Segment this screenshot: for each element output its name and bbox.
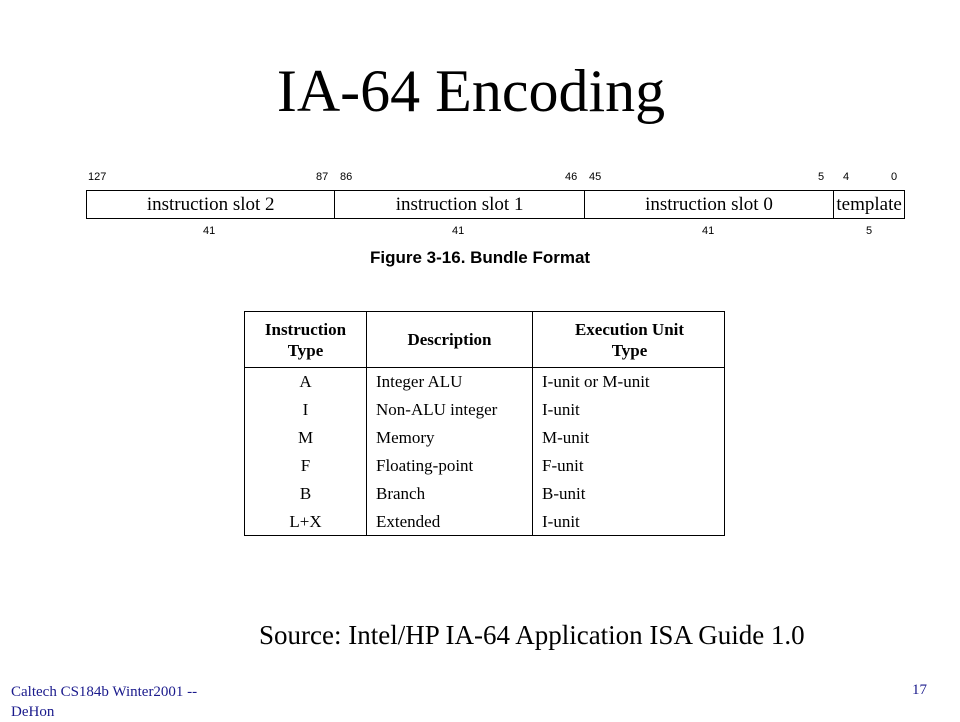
slot-2-width: 41 (203, 225, 216, 237)
bit-label-127: 127 (88, 171, 107, 183)
table-row: A Integer ALU I-unit or M-unit (245, 368, 724, 396)
slide-title: IA-64 Encoding (276, 58, 666, 124)
instruction-type-table: Instruction Type Description Execution U… (244, 311, 725, 536)
instruction-slot-1: instruction slot 1 (335, 191, 585, 218)
description-cell: Non-ALU integer (376, 400, 498, 419)
instruction-type-cell: M (297, 428, 314, 447)
column-divider (366, 312, 367, 535)
table-row: B Branch B-unit (245, 480, 724, 508)
bit-label-46: 46 (565, 171, 578, 183)
source-citation: Source: Intel/HP IA-64 Application ISA G… (259, 620, 805, 650)
figure-caption: Figure 3-16. Bundle Format (370, 248, 591, 267)
footer-line: Caltech CS184b Winter2001 -- (11, 684, 198, 700)
template-width: 5 (866, 225, 873, 237)
header-instruction-type: Instruction Type (245, 312, 366, 367)
bundle-format-figure: 127 87 86 46 45 5 4 0 instruction slot 2… (86, 170, 908, 270)
header-text: Instruction (264, 319, 347, 339)
column-divider (532, 312, 533, 535)
bit-label-45: 45 (589, 171, 602, 183)
header-text: Type (287, 340, 324, 360)
bit-label-5: 5 (818, 171, 825, 183)
instruction-type-cell: L+X (289, 512, 322, 531)
execution-unit-cell: I-unit (542, 400, 580, 419)
header-text: Description (407, 330, 492, 349)
bit-label-87: 87 (316, 171, 329, 183)
header-text: Type (611, 340, 648, 360)
table-header: Instruction Type Description Execution U… (245, 312, 724, 368)
execution-unit-cell: B-unit (542, 484, 586, 503)
table-body: A Integer ALU I-unit or M-unit I Non-ALU… (245, 368, 724, 536)
instruction-slot-2: instruction slot 2 (87, 191, 336, 218)
instruction-type-cell: B (299, 484, 312, 503)
instruction-slot-0: instruction slot 0 (585, 191, 835, 218)
footer-line: DeHon (11, 704, 55, 720)
instruction-type-cell: F (300, 456, 311, 475)
bit-label-4: 4 (843, 171, 850, 183)
description-cell: Floating-point (376, 456, 474, 475)
page-number: 17 (912, 682, 927, 698)
execution-unit-cell: I-unit (542, 512, 580, 531)
slot-0-width: 41 (702, 225, 715, 237)
table-row: L+X Extended I-unit (245, 508, 724, 536)
execution-unit-cell: M-unit (542, 428, 590, 447)
header-text: Execution Unit (574, 319, 685, 339)
execution-unit-cell: I-unit or M-unit (542, 372, 650, 391)
bundle-row: instruction slot 2 instruction slot 1 in… (86, 190, 905, 219)
instruction-type-cell: I (302, 400, 309, 419)
bit-label-0: 0 (891, 171, 898, 183)
instruction-type-cell: A (299, 372, 312, 391)
bit-label-86: 86 (340, 171, 353, 183)
template-field: template (836, 193, 902, 215)
slot-1-width: 41 (452, 225, 465, 237)
description-cell: Integer ALU (376, 372, 463, 391)
footer-course-info: Caltech CS184b Winter2001 -- DeHon (11, 682, 271, 722)
table-row: I Non-ALU integer I-unit (245, 396, 724, 424)
header-description: Description (367, 312, 532, 367)
execution-unit-cell: F-unit (542, 456, 584, 475)
description-cell: Branch (376, 484, 426, 503)
description-cell: Memory (376, 428, 435, 447)
table-row: F Floating-point F-unit (245, 452, 724, 480)
header-execution-unit-type: Execution Unit Type (533, 312, 726, 367)
table-row: M Memory M-unit (245, 424, 724, 452)
description-cell: Extended (376, 512, 441, 531)
